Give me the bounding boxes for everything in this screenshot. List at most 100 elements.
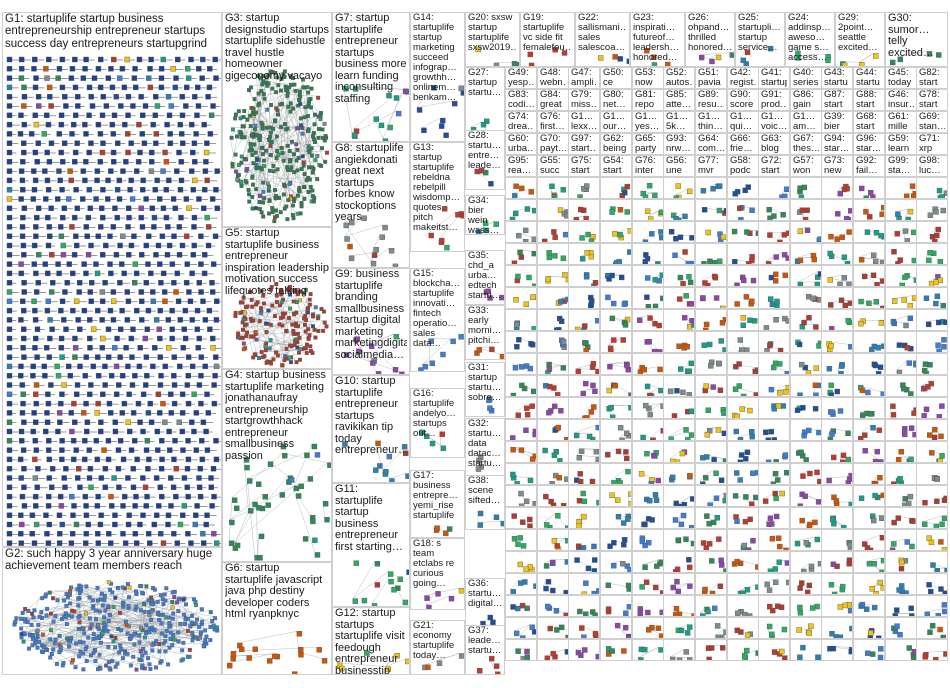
graph-node xyxy=(943,190,947,196)
small-group-tile: G63: blog start… xyxy=(758,133,790,155)
graph-node xyxy=(683,293,689,299)
graph-node xyxy=(21,280,27,286)
group-panel-g7: G7: startup startuplife entrepreneur sta… xyxy=(332,12,410,142)
graph-node xyxy=(6,345,13,351)
graph-node xyxy=(33,335,39,342)
graph-node xyxy=(230,161,235,166)
graph-node xyxy=(258,193,262,198)
graph-node xyxy=(99,289,105,295)
small-group-tile: G84: great time… xyxy=(537,89,569,111)
graph-node xyxy=(311,324,316,329)
graph-node xyxy=(247,192,252,197)
graph-node xyxy=(691,322,694,328)
mini-cluster-tile xyxy=(632,287,664,309)
graph-edge xyxy=(926,319,937,323)
group-network-viz xyxy=(771,403,787,412)
graph-node xyxy=(825,57,831,63)
graph-node xyxy=(94,168,101,174)
graph-node xyxy=(609,209,615,215)
graph-node xyxy=(83,224,89,230)
graph-node xyxy=(143,242,149,249)
graph-node xyxy=(644,275,651,281)
graph-edge xyxy=(39,601,122,611)
graph-node xyxy=(180,140,186,146)
mini-cluster-tile xyxy=(885,309,917,331)
graph-node xyxy=(86,149,92,156)
group-label: G14: startuplife startup marketing succe… xyxy=(413,13,457,103)
graph-node xyxy=(656,322,662,329)
graph-node xyxy=(285,217,290,222)
graph-node xyxy=(279,492,286,498)
graph-node xyxy=(30,611,35,616)
graph-node xyxy=(143,354,150,360)
group-panel-g23: G23: inspirati… futureof… leadersh… hono… xyxy=(630,12,685,67)
graph-node xyxy=(318,117,323,122)
graph-node xyxy=(88,242,94,249)
small-group-label: G52: autos… startu… xyxy=(666,68,692,88)
graph-node xyxy=(181,503,188,509)
graph-node xyxy=(35,633,40,638)
group-label: G7: startup startuplife entrepreneur sta… xyxy=(335,13,407,105)
graph-node xyxy=(815,274,821,280)
graph-node xyxy=(660,295,663,302)
graph-node xyxy=(21,252,27,258)
graph-node xyxy=(387,124,393,131)
graph-node xyxy=(182,622,187,626)
graph-node xyxy=(40,650,45,654)
small-group-label: G97: start… xyxy=(571,134,597,154)
graph-node xyxy=(907,208,914,215)
mini-cluster-tile xyxy=(885,221,917,243)
graph-node xyxy=(262,96,267,101)
graph-node xyxy=(622,190,628,196)
graph-node xyxy=(171,400,178,407)
group-network-viz xyxy=(827,382,840,396)
graph-node xyxy=(57,633,62,638)
mini-cluster-tile xyxy=(885,353,917,375)
graph-node xyxy=(689,301,694,307)
graph-node xyxy=(248,113,253,118)
graph-node xyxy=(546,366,553,372)
group-panel-g16: G16: startuplife andelyo… startups out… xyxy=(410,388,465,458)
graph-node xyxy=(842,302,848,308)
graph-node xyxy=(90,363,96,370)
graph-node xyxy=(94,456,100,463)
graph-node xyxy=(828,302,834,308)
group-network-viz xyxy=(677,273,694,286)
graph-node xyxy=(405,658,409,665)
graph-edge xyxy=(36,622,160,660)
graph-node xyxy=(143,650,148,655)
graph-node xyxy=(208,112,215,119)
graph-node xyxy=(642,259,648,264)
graph-node xyxy=(657,349,663,352)
mini-cluster-tile xyxy=(853,309,885,331)
graph-node xyxy=(180,648,185,653)
small-group-label: G1… our… xyxy=(603,112,627,132)
graph-node xyxy=(827,277,833,283)
graph-node xyxy=(294,321,298,326)
small-group-tile: G1… our… xyxy=(600,111,632,133)
graph-node xyxy=(260,152,265,157)
group-network-viz xyxy=(828,408,844,417)
graph-node xyxy=(318,113,323,118)
graph-node xyxy=(53,637,58,642)
graph-node xyxy=(95,307,101,314)
mini-cluster-tile xyxy=(537,199,569,221)
graph-node xyxy=(268,338,273,343)
graph-node xyxy=(308,292,313,297)
graph-node xyxy=(749,298,755,305)
graph-node xyxy=(121,84,128,91)
graph-node xyxy=(139,298,145,304)
graph-node xyxy=(35,205,42,212)
graph-node xyxy=(205,242,212,249)
graph-node xyxy=(298,94,303,99)
graph-node xyxy=(768,386,775,393)
graph-node xyxy=(259,306,263,311)
graph-node xyxy=(394,652,401,659)
graph-node xyxy=(487,405,493,411)
graph-node xyxy=(128,140,134,146)
graph-node xyxy=(111,639,116,644)
graph-node xyxy=(90,598,95,603)
graph-node xyxy=(163,186,169,193)
graph-node xyxy=(289,477,295,483)
mini-cluster-tile xyxy=(600,331,632,353)
